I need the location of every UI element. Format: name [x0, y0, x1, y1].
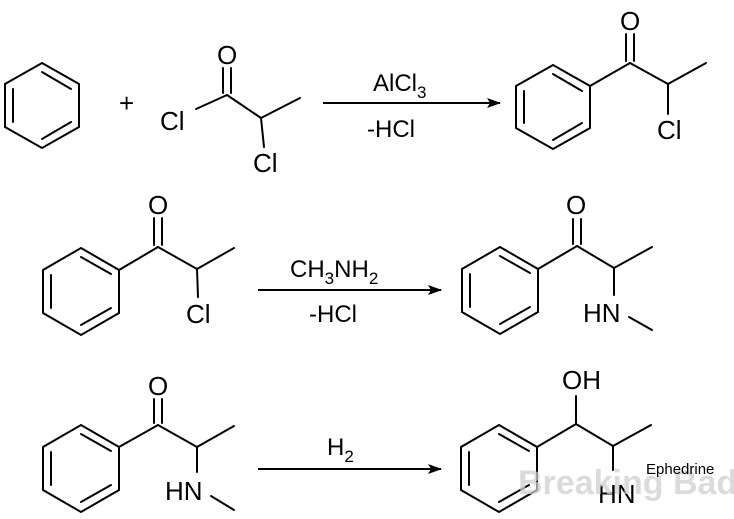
reactant2-chlorine-label: Cl [186, 299, 211, 329]
methcathinone-molecule-1 [461, 218, 653, 336]
byproduct-hcl-1: -HCl [367, 116, 415, 143]
watermark-text: Breaking Bad [518, 464, 734, 502]
reactant2-oxygen-label: O [148, 190, 168, 220]
product2-amine-label: HN [583, 298, 621, 328]
acyl-chlorine-label: Cl [160, 106, 185, 136]
reagent-hydrogen: H2 [327, 434, 354, 466]
product1-oxygen-label: O [620, 6, 640, 36]
reactant3-oxygen-label: O [148, 371, 168, 401]
methcathinone-molecule-2 [42, 398, 235, 514]
carbonyl-oxygen-label: O [217, 40, 237, 70]
plus-sign: + [119, 88, 134, 118]
product2-oxygen-label: O [566, 190, 586, 220]
alpha-chlorine-label: Cl [253, 148, 278, 178]
reagent-alcl3: AlCl3 [373, 70, 426, 102]
chloropropionyl-chloride-molecule [195, 67, 301, 148]
reagent-methylamine: CH3NH2 [290, 256, 378, 288]
benzene-molecule [4, 61, 80, 150]
chloropropiophenone-molecule-1 [515, 33, 707, 151]
product-name-caption: Ephedrine [646, 461, 714, 478]
product1-chlorine-label: Cl [657, 115, 682, 145]
product3-hydroxyl-label: OH [562, 365, 601, 395]
byproduct-hcl-2: -HCl [309, 301, 357, 328]
ephedrine-molecule [460, 395, 652, 514]
product3-amine-label: HN [598, 479, 636, 509]
chloropropiophenone-molecule-2 [42, 217, 235, 337]
reactant3-amine-label: HN [165, 476, 203, 506]
